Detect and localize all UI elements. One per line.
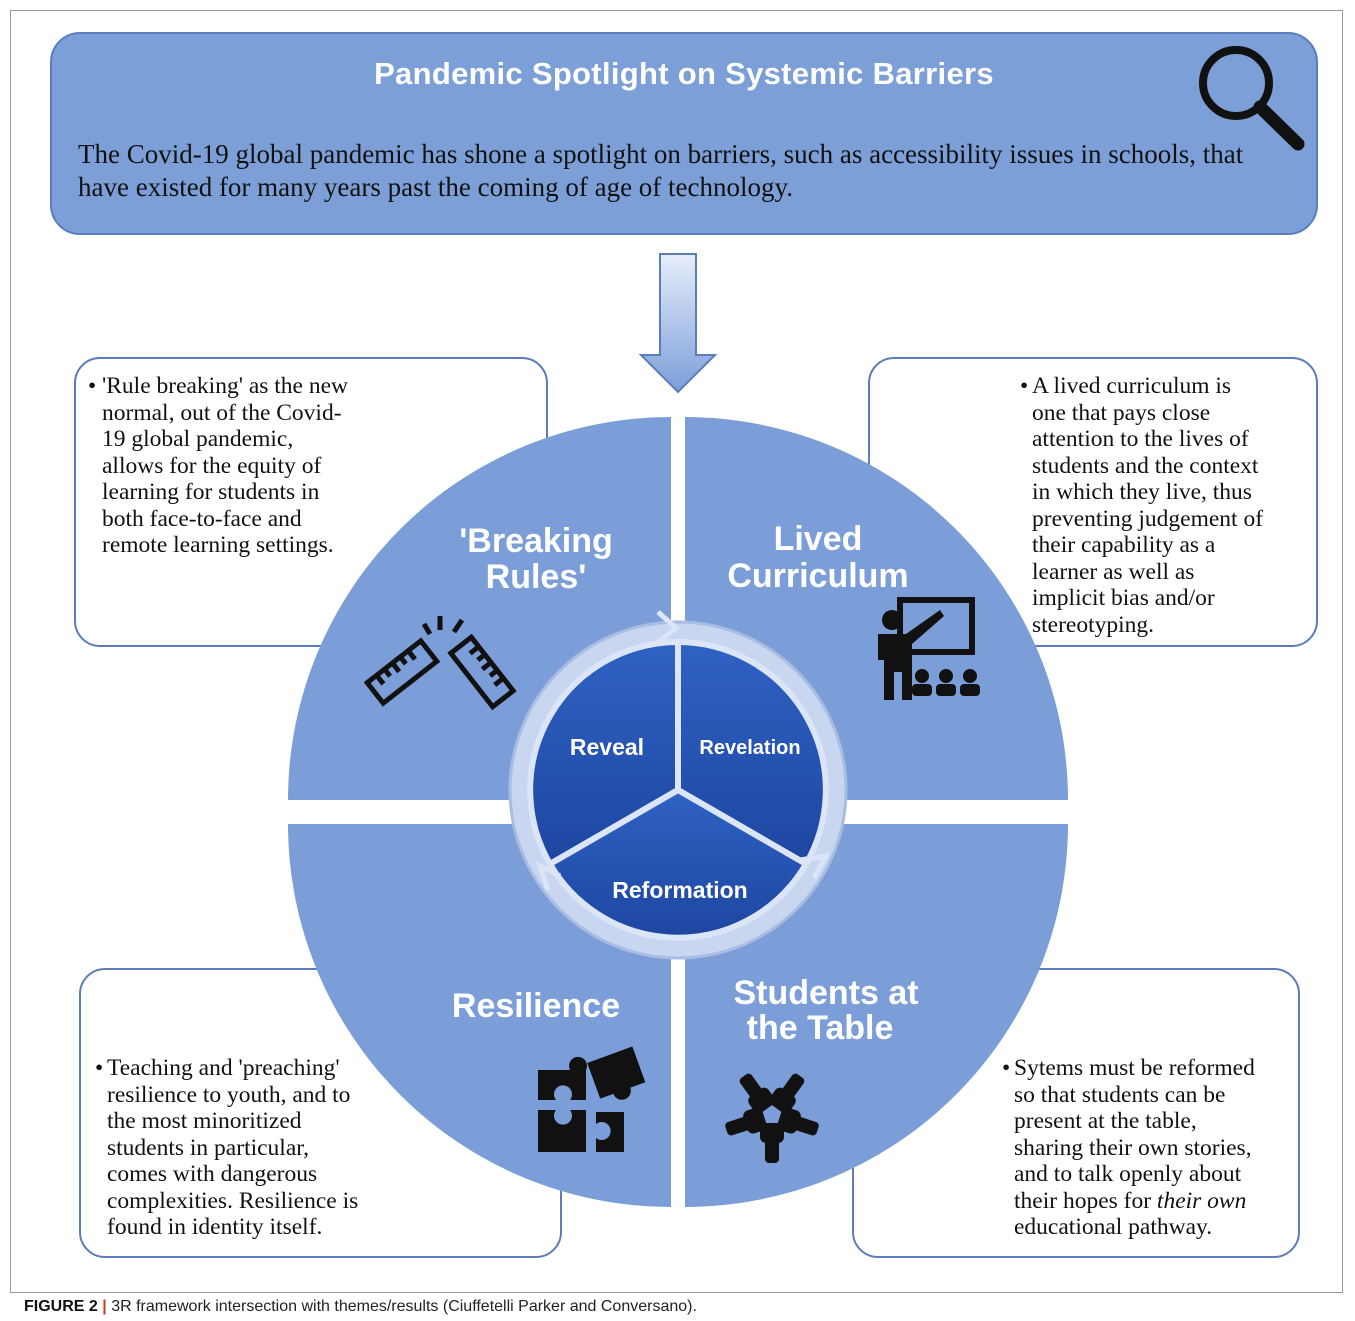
banner: Pandemic Spotlight on Systemic Barriers …: [50, 32, 1318, 235]
note-line: learner as well as: [1032, 558, 1195, 585]
magnifying-glass-icon: [1199, 46, 1305, 151]
bullet: •: [1020, 373, 1029, 399]
label-revelation: Revelation: [699, 737, 800, 759]
bullet: •: [95, 1055, 104, 1081]
note-line: students in particular,: [107, 1134, 310, 1161]
note-text: 'Rule breaking' as the new normal, out o…: [102, 373, 348, 559]
note-line: Sytems must be reformed: [1014, 1055, 1255, 1081]
label-lived-1: Lived: [774, 520, 863, 558]
label-lived-2: Curriculum: [727, 557, 908, 595]
note-line: 19 global pandemic,: [102, 426, 294, 452]
label-students-1: Students at: [733, 974, 918, 1012]
bullet: •: [88, 373, 97, 399]
note-line: resilience to youth, and to: [107, 1081, 351, 1108]
note-line: and to talk openly about: [1014, 1161, 1242, 1187]
label-reformation: Reformation: [612, 877, 747, 903]
note-line-part: their hopes for: [1014, 1187, 1157, 1214]
inner-cycle: [527, 638, 829, 941]
cycle-arrow-icon: [656, 610, 680, 644]
note-line: Teaching and 'preaching': [107, 1055, 340, 1081]
figure-frame: [10, 10, 1343, 1293]
caption-label: FIGURE 2: [24, 1298, 98, 1315]
note-line: educational pathway.: [1014, 1214, 1213, 1240]
note-line: implicit bias and/or: [1032, 585, 1215, 611]
note-line: sharing their own stories,: [1014, 1134, 1252, 1161]
note-line: one that pays close: [1032, 399, 1211, 426]
note-line: A lived curriculum is: [1032, 373, 1232, 399]
banner-title: Pandemic Spotlight on Systemic Barriers: [374, 56, 994, 91]
down-arrow-icon: [638, 253, 718, 394]
note-text: A lived curriculum is one that pays clos…: [1032, 373, 1263, 638]
note-line: both face-to-face and: [102, 505, 302, 532]
note-line: remote learning settings.: [102, 532, 334, 558]
note-line: so that students can be: [1014, 1081, 1226, 1108]
label-reveal: Reveal: [570, 734, 644, 760]
note-line: learning for students in: [102, 479, 320, 505]
hands-circle-icon: [725, 1073, 819, 1163]
note-line-italic: their own: [1156, 1187, 1247, 1214]
puzzle-icon: [538, 1046, 646, 1152]
caption-text: 3R framework intersection with themes/re…: [111, 1298, 697, 1315]
label-breaking-rules-2: Rules': [486, 558, 587, 596]
note-line: their capability as a: [1032, 532, 1216, 558]
note-line: students and the context: [1032, 452, 1259, 479]
cycle-arrow-icon: [535, 861, 562, 891]
note-text: Sytems must be reformed so that students…: [1014, 1055, 1255, 1241]
caption-separator: |: [102, 1298, 107, 1315]
note-line: attention to the lives of: [1032, 426, 1249, 452]
label-resilience: Resilience: [452, 987, 620, 1025]
note-line: complexities. Resilience is: [107, 1187, 359, 1214]
note-line: found in identity itself.: [107, 1214, 323, 1240]
note-line: the most minoritized: [107, 1108, 302, 1134]
note-line: 'Rule breaking' as the new: [102, 373, 349, 399]
label-breaking-rules-1: 'Breaking: [459, 522, 613, 560]
note-line: in which they live, thus: [1032, 479, 1252, 505]
note-line: allows for the equity of: [102, 452, 322, 479]
note-line: present at the table,: [1014, 1108, 1197, 1134]
cycle-arrow-icon: [799, 852, 831, 880]
note-line: comes with dangerous: [107, 1161, 318, 1187]
banner-body: The Covid-19 global pandemic has shone a…: [78, 139, 1244, 202]
note-line: stereotyping.: [1032, 611, 1155, 638]
broken-ruler-icon: [363, 616, 517, 711]
teacher-board-icon: [878, 597, 980, 700]
note-line: preventing judgement of: [1032, 505, 1264, 532]
note-line: normal, out of the Covid-: [102, 399, 342, 426]
label-students-2: the Table: [747, 1009, 894, 1047]
note-text: Teaching and 'preaching' resilience to y…: [107, 1055, 358, 1241]
figure-caption: FIGURE 2 | 3R framework intersection wit…: [24, 1298, 697, 1316]
bullet: •: [1002, 1055, 1011, 1081]
note-line: their hopes for their own: [1014, 1188, 1255, 1215]
